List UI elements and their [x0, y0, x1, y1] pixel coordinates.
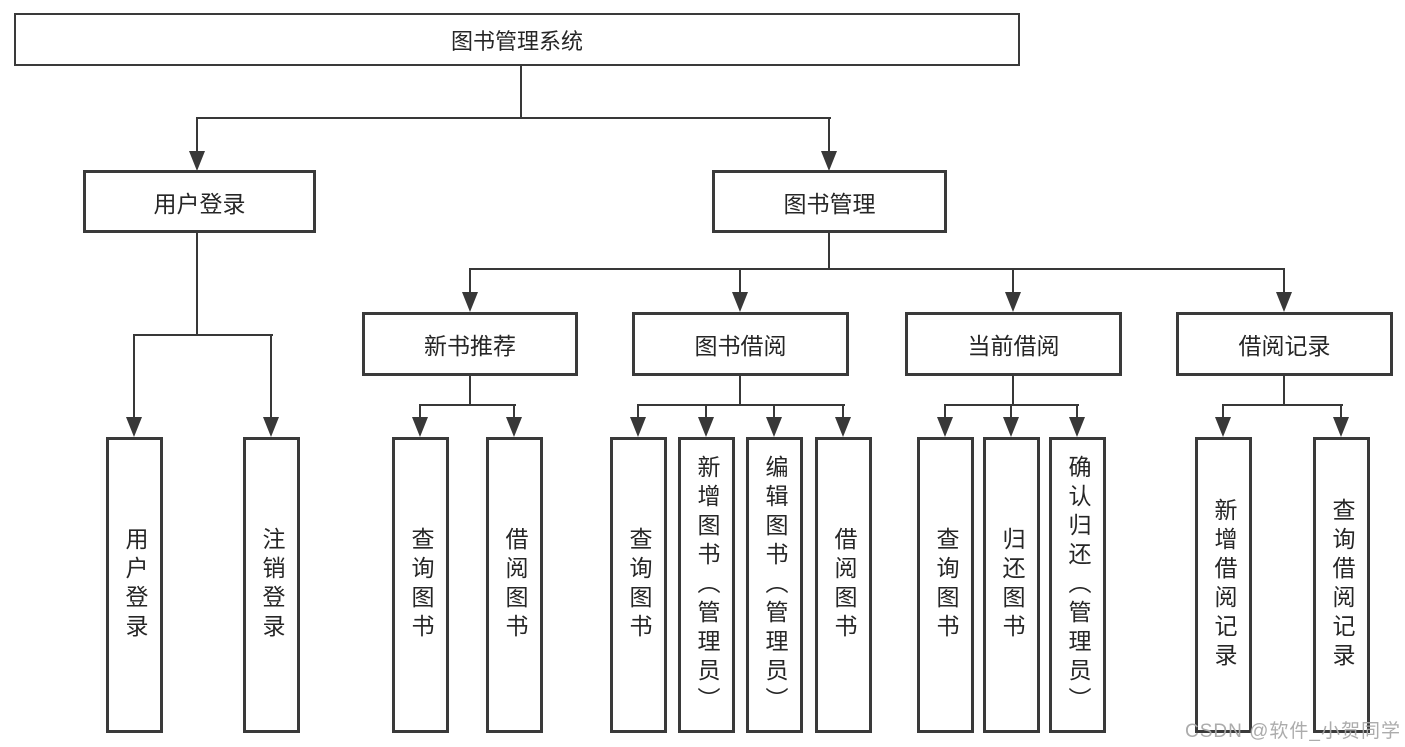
arrowhead-borrow-records	[1276, 292, 1292, 312]
connector-drop-borrow-records	[1283, 268, 1285, 295]
connector-records-rail	[1222, 404, 1343, 406]
node-current-borrow: 当前借阅	[905, 312, 1122, 376]
arrowhead-bb-query	[630, 417, 646, 437]
connector-drop-cb-return	[1010, 404, 1012, 422]
connector-drop-book-borrow	[739, 268, 741, 295]
leaf-add-borrow-record: 新增借阅记录	[1195, 437, 1252, 733]
arrowhead-bb-add	[698, 417, 714, 437]
connector-userlogin-rail	[133, 334, 273, 336]
leaf-borrow-books: 借阅图书	[815, 437, 872, 733]
leaf-logout: 注销登录	[243, 437, 300, 733]
leaf-query-books-borrow: 查询图书	[610, 437, 667, 733]
connector-drop-current-borrow	[1012, 268, 1014, 295]
node-borrow-records: 借阅记录	[1176, 312, 1393, 376]
connector-drop-book-management	[828, 117, 830, 155]
connector-drop-br-add	[1222, 404, 1224, 422]
arrowhead-new-book	[462, 292, 478, 312]
arrowhead-bb-edit	[766, 417, 782, 437]
connector-drop-bb-edit	[773, 404, 775, 422]
connector-root-stem	[520, 65, 522, 119]
arrowhead-br-add	[1215, 417, 1231, 437]
arrowhead-cb-confirm	[1069, 417, 1085, 437]
connector-bookmgmt-stem	[828, 233, 830, 270]
connector-drop-leaf-logout	[270, 334, 272, 420]
arrowhead-user-login	[189, 151, 205, 171]
node-book-management: 图书管理	[712, 170, 947, 233]
arrowhead-cb-return	[1003, 417, 1019, 437]
connector-drop-br-query	[1340, 404, 1342, 422]
arrowhead-nb-borrow	[506, 417, 522, 437]
connector-drop-nb-borrow	[513, 404, 515, 422]
csdn-watermark: CSDN @软件_小贺同学	[1185, 721, 1401, 742]
leaf-query-books-recommend: 查询图书	[392, 437, 449, 733]
connector-records-stem	[1283, 375, 1285, 406]
arrowhead-book-borrow	[732, 292, 748, 312]
connector-userlogin-stem	[196, 233, 198, 336]
arrowhead-br-query	[1333, 417, 1349, 437]
connector-drop-cb-query	[944, 404, 946, 422]
arrowhead-bb-borrow	[835, 417, 851, 437]
connector-drop-bb-add	[705, 404, 707, 422]
arrowhead-leaf-user-login	[126, 417, 142, 437]
leaf-query-books-current: 查询图书	[917, 437, 974, 733]
connector-drop-bb-query	[637, 404, 639, 422]
connector-newbook-rail	[419, 404, 516, 406]
leaf-confirm-return-admin: 确认归还（管理员）	[1049, 437, 1106, 733]
node-book-borrow: 图书借阅	[632, 312, 849, 376]
connector-drop-leaf-user-login	[133, 334, 135, 420]
node-user-login: 用户登录	[83, 170, 316, 233]
leaf-return-book: 归还图书	[983, 437, 1040, 733]
arrowhead-book-management	[821, 151, 837, 171]
connector-drop-user-login	[196, 117, 198, 155]
arrowhead-nb-query	[412, 417, 428, 437]
leaf-query-borrow-record: 查询借阅记录	[1313, 437, 1370, 733]
leaf-add-book-admin: 新增图书（管理员）	[678, 437, 735, 733]
connector-root-rail	[196, 117, 831, 119]
connector-borrow-stem	[739, 375, 741, 406]
connector-drop-cb-confirm	[1076, 404, 1078, 422]
connector-bookmgmt-rail	[469, 268, 1285, 270]
connector-newbook-stem	[469, 376, 471, 406]
leaf-borrow-books-recommend: 借阅图书	[486, 437, 543, 733]
connector-borrow-rail	[637, 404, 845, 406]
arrowhead-current-borrow	[1005, 292, 1021, 312]
connector-drop-nb-query	[419, 404, 421, 422]
node-library-management-system: 图书管理系统	[14, 13, 1020, 66]
node-new-book-recommend: 新书推荐	[362, 312, 578, 376]
leaf-edit-book-admin: 编辑图书（管理员）	[746, 437, 803, 733]
connector-current-stem	[1012, 375, 1014, 406]
connector-drop-bb-borrow	[842, 404, 844, 422]
arrowhead-cb-query	[937, 417, 953, 437]
arrowhead-leaf-logout	[263, 417, 279, 437]
leaf-user-login: 用户登录	[106, 437, 163, 733]
connector-drop-new-book	[469, 268, 471, 295]
